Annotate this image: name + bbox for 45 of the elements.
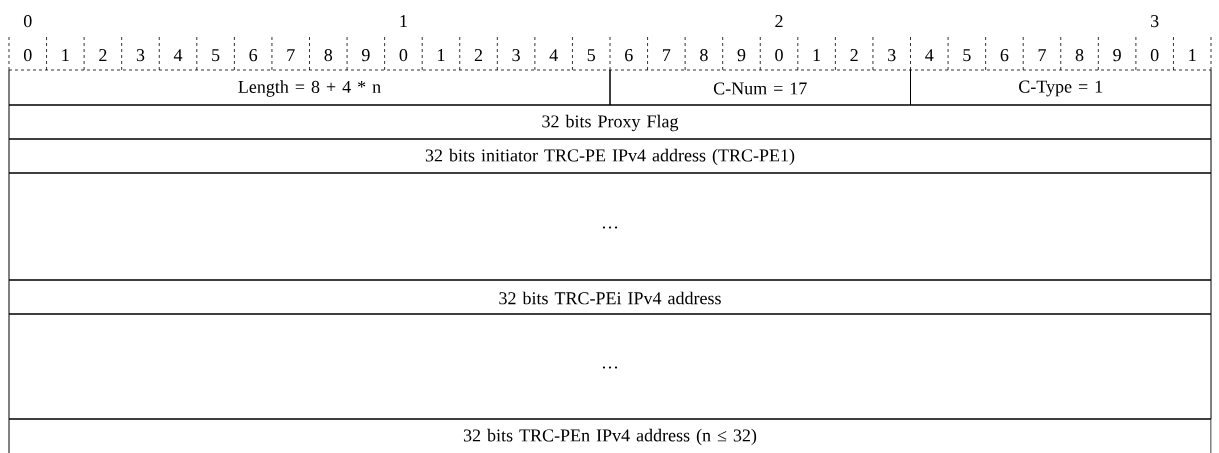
- byte-number: 3: [1151, 15, 1159, 28]
- byte-number: 2: [775, 15, 783, 27]
- bit-number: 0: [1150, 49, 1159, 62]
- bit-number: 8: [1075, 49, 1084, 62]
- bit-number: 6: [1000, 49, 1009, 62]
- bit-number: 0: [775, 49, 783, 62]
- bit-number: 9: [361, 49, 370, 62]
- field-box: C-Type = 1: [910, 69, 1212, 106]
- bit-number: 3: [136, 49, 145, 62]
- field-box: …: [8, 172, 1212, 281]
- bit-number: 5: [963, 49, 971, 62]
- bit-number: 7: [1038, 49, 1046, 61]
- bit-number: 1: [438, 49, 445, 61]
- byte-number: 0: [23, 15, 32, 28]
- bit-number: 2: [474, 49, 483, 61]
- bit-number: 1: [1189, 49, 1196, 61]
- field-box: 32 bits TRC-PEn IPv4 address (n ≤ 32): [8, 418, 1212, 453]
- bit-number: 8: [324, 49, 333, 62]
- field-box: Length = 8 + 4 * n: [8, 69, 611, 106]
- bit-number: 9: [737, 49, 746, 62]
- bit-number: 7: [287, 49, 295, 61]
- bit-number: 3: [512, 49, 520, 62]
- bit-number: 4: [925, 49, 934, 61]
- bit-number: 1: [813, 49, 820, 61]
- field-box: C-Num = 17: [609, 69, 911, 106]
- field-box: 32 bits initiator TRC-PE IPv4 address (TRC-PE1): [8, 138, 1212, 174]
- bit-number: 2: [850, 49, 858, 61]
- bit-number: 2: [99, 49, 107, 61]
- byte-number: 1: [400, 15, 407, 27]
- bit-number: 4: [549, 49, 558, 61]
- bit-number: 5: [587, 49, 595, 62]
- field-box: 32 bits Proxy Flag: [8, 104, 1212, 140]
- bit-number: 6: [625, 49, 633, 62]
- field-box: 32 bits TRC-PEi IPv4 address: [8, 279, 1212, 315]
- bit-number: 5: [212, 49, 220, 62]
- bit-number: 0: [399, 49, 408, 62]
- bit-number: 1: [62, 49, 69, 61]
- field-box: …: [8, 313, 1212, 420]
- bit-number: 0: [23, 49, 32, 62]
- bit-number: 3: [888, 49, 896, 62]
- bit-number: 6: [249, 49, 258, 62]
- bit-number: 9: [1113, 49, 1121, 62]
- bit-number: 4: [173, 49, 183, 61]
- bit-number: 8: [700, 49, 708, 62]
- bit-number: 7: [663, 49, 671, 61]
